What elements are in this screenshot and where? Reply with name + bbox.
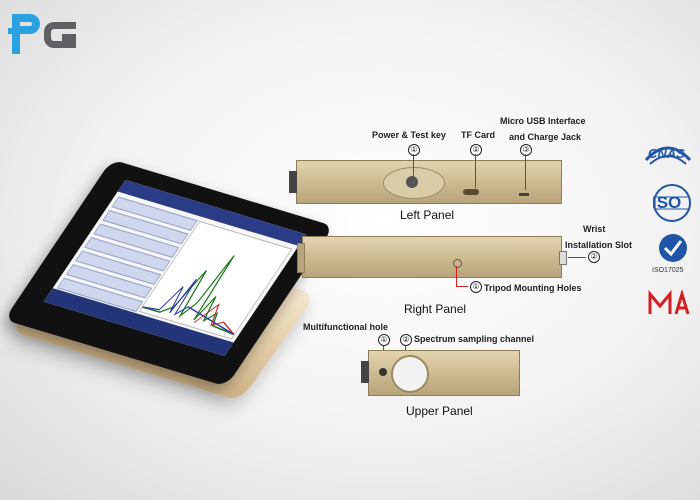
callout-spectrum-sampling: Spectrum sampling channel	[414, 334, 535, 344]
marker-1-upper: ①	[378, 334, 390, 346]
callout-multifunctional-hole: Multifunctional hole	[303, 322, 388, 332]
callout-tf-card: TF Card	[461, 130, 496, 140]
marker-2-left: ②	[470, 144, 482, 156]
marker-1-right: ①	[470, 281, 482, 293]
iso-text: ISO	[652, 193, 682, 212]
iso-logo-icon	[653, 184, 691, 222]
callout-tripod: Tripod Mounting Holes	[484, 283, 582, 293]
iso17025-check-icon	[659, 234, 687, 262]
callout-wrist-line1: Wrist	[583, 224, 606, 234]
cma-logo-icon	[648, 290, 690, 315]
callout-micro-usb-line2: and Charge Jack	[509, 132, 582, 142]
callout-micro-usb-line1: Micro USB Interface	[500, 116, 586, 126]
brand-logo-p	[8, 14, 40, 54]
marker-2-upper: ②	[400, 334, 412, 346]
marker-3-left: ③	[520, 144, 532, 156]
cnas-text: CNAS	[648, 146, 685, 161]
brand-logo-g	[44, 22, 76, 48]
callout-power-test-key: Power & Test key	[372, 130, 446, 140]
marker-2-right: ②	[588, 251, 600, 263]
left-panel-illustration	[289, 160, 562, 204]
right-panel-illustration	[297, 236, 567, 278]
right-panel-title: Right Panel	[404, 302, 467, 316]
iso17025-text: ISO17025	[652, 267, 684, 274]
upper-panel-illustration	[361, 350, 520, 396]
upper-panel-title: Upper Panel	[406, 404, 473, 418]
left-panel-title: Left Panel	[400, 208, 455, 222]
callout-wrist-line2: Installation Slot	[565, 240, 633, 250]
marker-1-left: ①	[408, 144, 420, 156]
device-screen	[43, 179, 307, 357]
screen-spectrum-chart	[138, 220, 293, 340]
cnas-logo-icon	[644, 146, 692, 165]
